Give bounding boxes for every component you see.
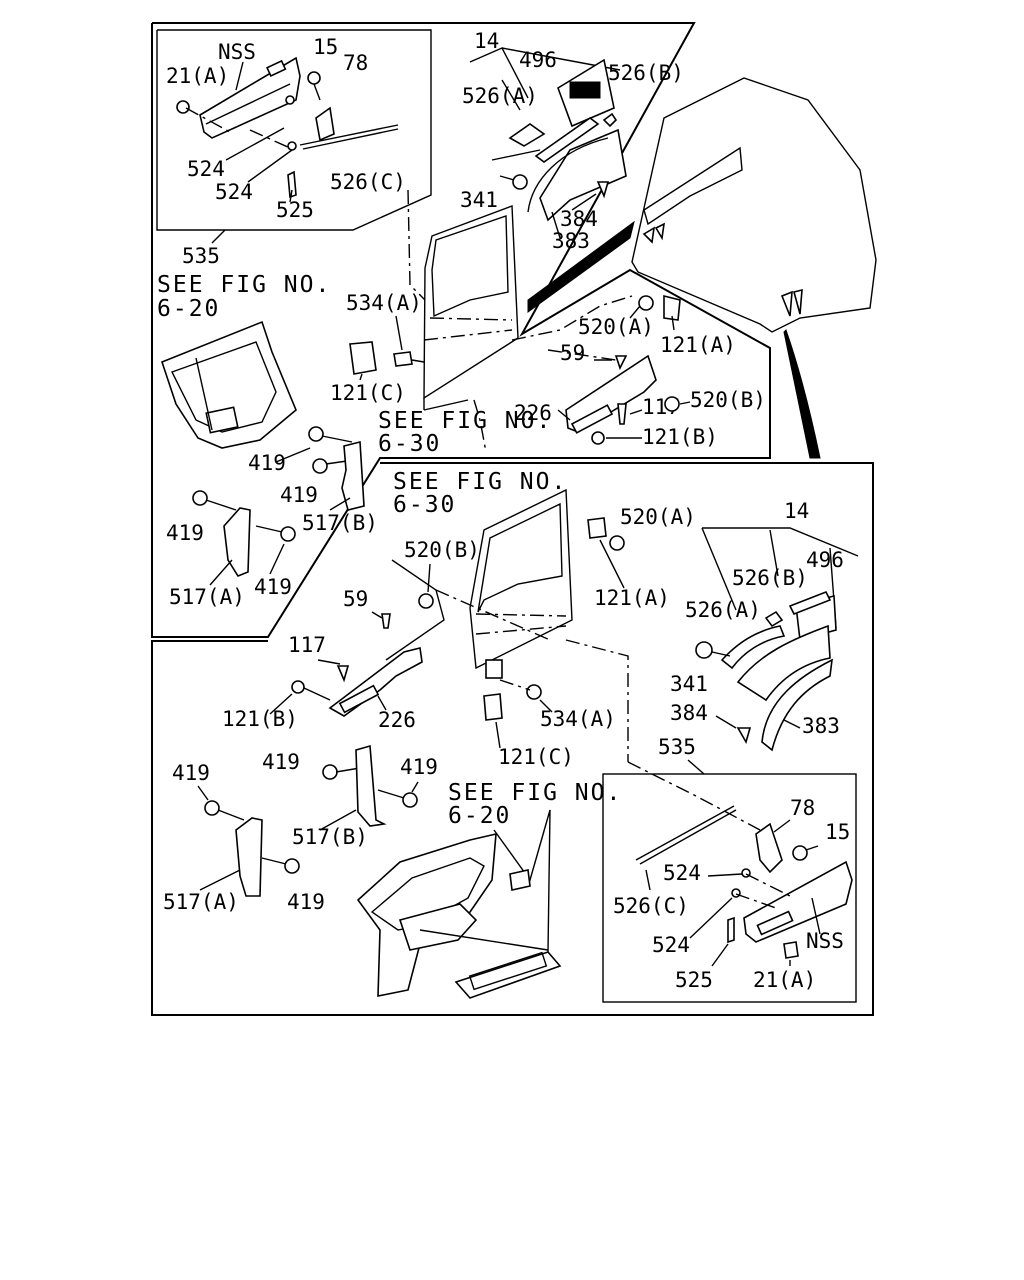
upper-middle-group: 534(A) 520(A) 121(A) 59 520(B) 226 117 1… — [330, 291, 766, 453]
label-419: 419 — [172, 761, 210, 785]
label-535: 535 — [182, 244, 220, 268]
see-fig-text: SEE FIG NO. — [378, 408, 552, 434]
see-fig-6-20-upper: SEE FIG NO. 6-20 — [157, 272, 331, 449]
lower-bracket-group: 419 419 419 517(B) 517(A) 419 — [163, 744, 438, 914]
inset-label-524: 524 — [187, 157, 225, 181]
label-419: 419 — [280, 483, 318, 507]
label-419: 419 — [287, 890, 325, 914]
inset-label-524: 524 — [663, 861, 701, 885]
inset-label-524: 524 — [652, 933, 690, 957]
label-384: 384 — [560, 207, 598, 231]
label-121c: 121(C) — [330, 381, 406, 405]
label-59: 59 — [560, 341, 585, 365]
inset-label-15: 15 — [313, 35, 338, 59]
label-520b: 520(B) — [690, 388, 766, 412]
lower-view: SEE FIG NO. 6-30 520(A) 14 121(A) 526(B)… — [163, 469, 859, 999]
label-517b: 517(B) — [292, 825, 368, 849]
upper-top-trim-group: 14 496 526(B) 526(A) 341 384 383 — [460, 29, 684, 253]
inset-label-524: 524 — [215, 180, 253, 204]
upper-bracket-group: 419 419 517(B) 419 517(A) 419 — [166, 426, 378, 609]
label-534a: 534(A) — [540, 707, 616, 731]
inset-label-525: 525 — [675, 968, 713, 992]
label-226: 226 — [378, 708, 416, 732]
inset-label-nss: NSS — [806, 929, 844, 953]
label-117: 117 — [288, 633, 326, 657]
see-fig-text: SEE FIG NO. — [157, 272, 331, 298]
label-526b: 526(B) — [732, 566, 808, 590]
upper-door-frame — [423, 205, 519, 411]
label-517a: 517(A) — [163, 890, 239, 914]
label-517b: 517(B) — [302, 511, 378, 535]
see-fig-number: 6-30 — [393, 492, 456, 518]
label-384: 384 — [670, 701, 708, 725]
label-526a: 526(A) — [685, 598, 761, 622]
label-121c: 121(C) — [498, 745, 574, 769]
label-520a: 520(A) — [578, 315, 654, 339]
see-fig-6-20-lower: SEE FIG NO. 6-20 — [356, 780, 622, 999]
label-14: 14 — [474, 29, 499, 53]
lower-middle-group: 520(B) 59 117 121(B) 226 534(A) 121(C) — [222, 538, 629, 769]
lower-right-trim-group: 520(A) 14 121(A) 526(B) 496 526(A) 341 3… — [587, 499, 859, 752]
label-526b: 526(B) — [608, 61, 684, 85]
label-121a: 121(A) — [660, 333, 736, 357]
see-fig-number: 6-20 — [448, 803, 511, 829]
inset-label-15: 15 — [825, 820, 850, 844]
label-419: 419 — [254, 575, 292, 599]
label-121b: 121(B) — [642, 425, 718, 449]
label-520a: 520(A) — [620, 505, 696, 529]
label-383: 383 — [802, 714, 840, 738]
inset-label-21a: 21(A) — [753, 968, 816, 992]
inset-label-526c: 526(C) — [613, 894, 689, 918]
label-526a: 526(A) — [462, 84, 538, 108]
label-14: 14 — [784, 499, 809, 523]
inset-label-21a: 21(A) — [166, 64, 229, 88]
cab-body-outline — [527, 77, 877, 459]
see-fig-number: 6-20 — [157, 296, 220, 322]
label-59: 59 — [343, 587, 368, 611]
label-121b: 121(B) — [222, 707, 298, 731]
label-520b: 520(B) — [404, 538, 480, 562]
label-496: 496 — [806, 548, 844, 572]
upper-view: NSS 15 78 21(A) 524 524 526(C) 525 535 S… — [157, 29, 877, 609]
see-fig-number: 6-30 — [378, 431, 441, 457]
lower-door-frame — [469, 488, 573, 679]
label-341: 341 — [460, 188, 498, 212]
label-535: 535 — [658, 735, 696, 759]
label-419: 419 — [166, 521, 204, 545]
label-341: 341 — [670, 672, 708, 696]
lower-inset-panel: 78 15 524 526(C) 524 NSS 525 21(A) — [613, 796, 853, 992]
label-517a: 517(A) — [169, 585, 245, 609]
label-226: 226 — [514, 401, 552, 425]
inset-label-525: 525 — [276, 198, 314, 222]
inset-label-78: 78 — [343, 51, 368, 75]
inset-label-78: 78 — [790, 796, 815, 820]
inset-label-526c: 526(C) — [330, 170, 406, 194]
label-419: 419 — [262, 750, 300, 774]
label-419: 419 — [248, 451, 286, 475]
label-121a: 121(A) — [594, 586, 670, 610]
label-419: 419 — [400, 755, 438, 779]
label-534a: 534(A) — [346, 291, 422, 315]
upper-inset-panel: NSS 15 78 21(A) 524 524 526(C) 525 — [166, 35, 406, 222]
inset-label-nss: NSS — [218, 40, 256, 64]
see-fig-text: SEE FIG NO. — [393, 469, 567, 495]
see-fig-text: SEE FIG NO. — [448, 780, 622, 806]
